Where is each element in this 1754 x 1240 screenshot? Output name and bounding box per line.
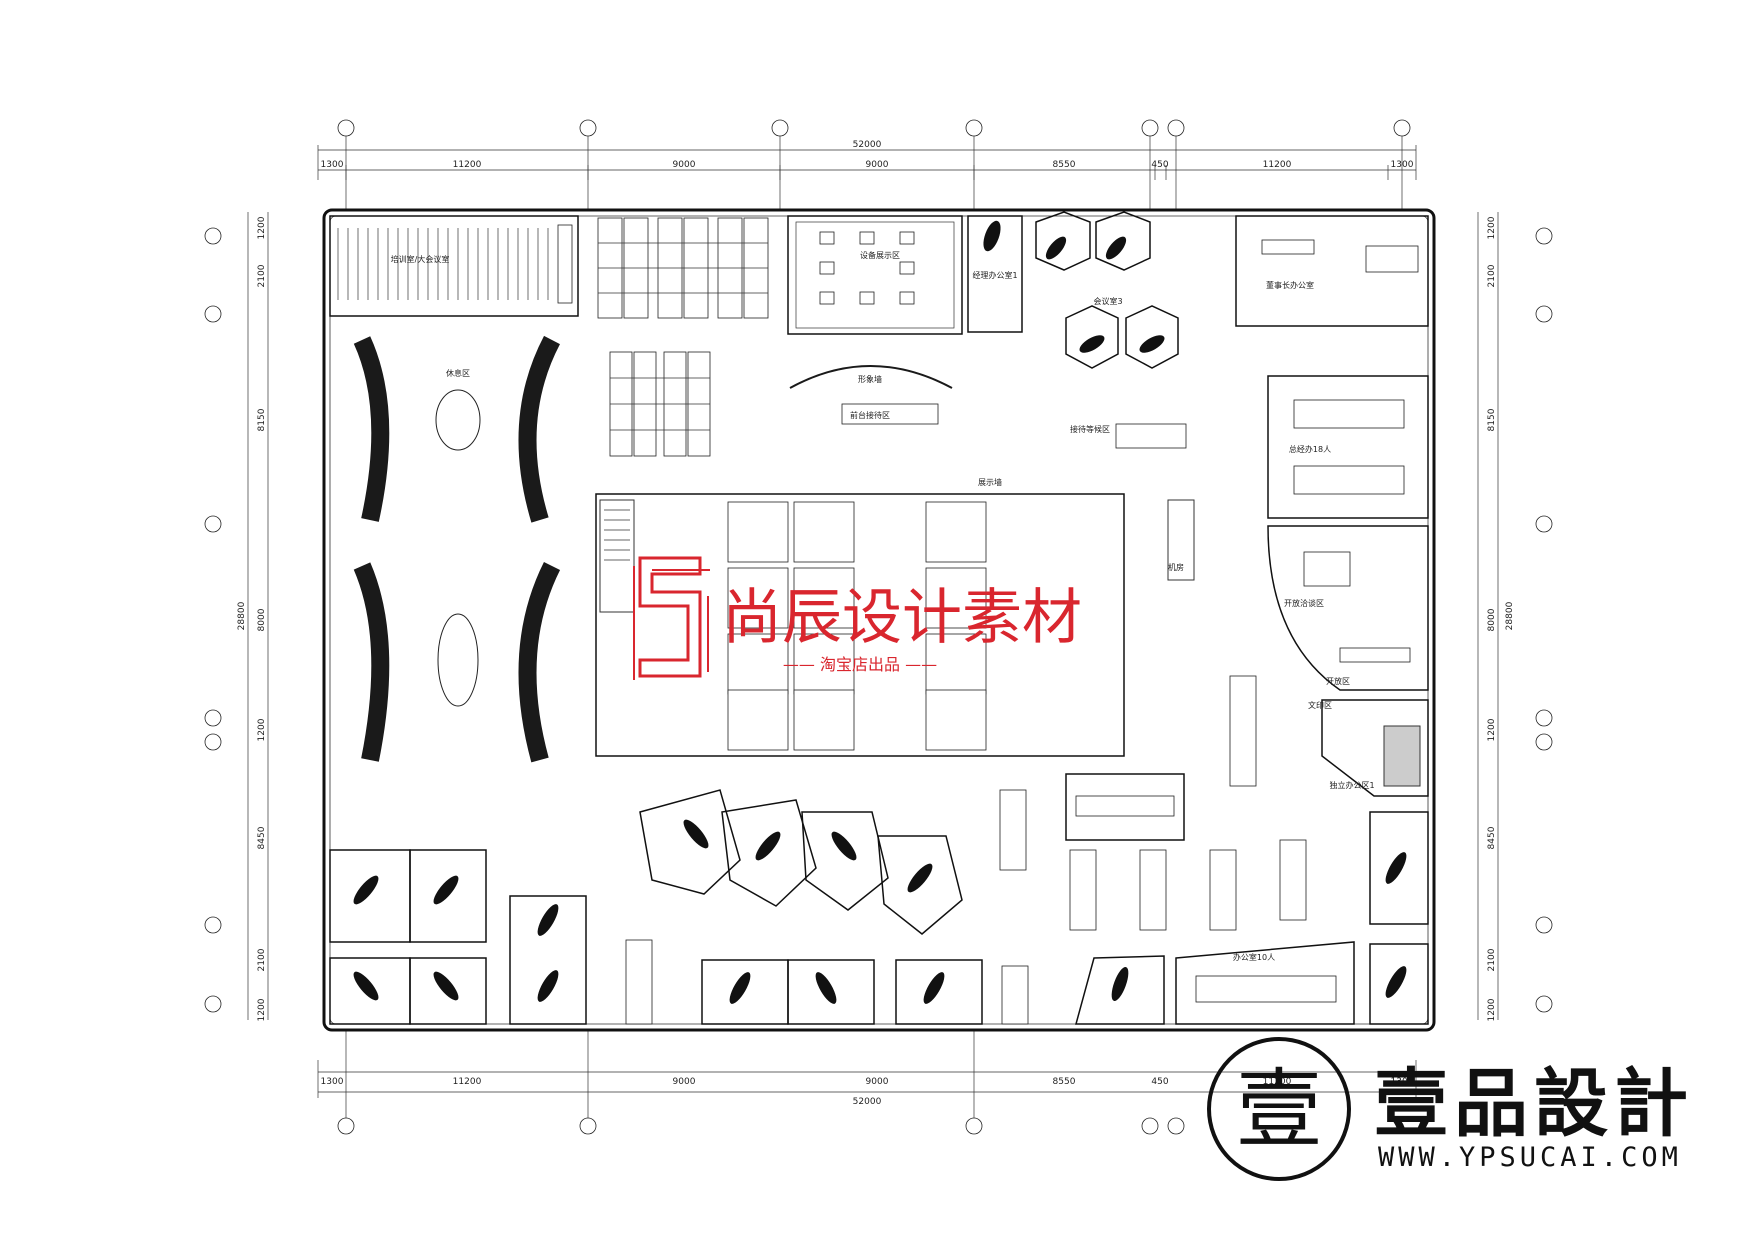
equipment-showroom-label: 设备展示区 xyxy=(860,250,900,260)
building-core: 展示墙 机房 xyxy=(595,477,1195,757)
top-seg-2: 11200 xyxy=(453,160,482,170)
top-seg-6: 450 xyxy=(1151,160,1168,170)
manager-office-1: 经理办公室1 xyxy=(967,215,1023,333)
reception-wall-label: 形象墙 xyxy=(858,374,882,384)
right-seg-7: 2100 xyxy=(1487,948,1497,971)
left-seg-8: 1200 xyxy=(257,998,267,1021)
right-seg-6: 8450 xyxy=(1487,826,1497,849)
left-seg-2: 2100 xyxy=(257,264,267,287)
brand-seal-icon: 壹 xyxy=(1207,1037,1351,1181)
top-seg-5: 8550 xyxy=(1053,160,1076,170)
bottom-seg-1: 1300 xyxy=(321,1077,344,1087)
gm-office: 总经办18人 xyxy=(1267,375,1429,519)
open-discussion-label: 开放洽谈区 xyxy=(1284,598,1324,608)
training-room: 培训室/大会议室 xyxy=(329,215,579,317)
left-total-dim: 28800 xyxy=(237,601,247,630)
reception-desk-label: 前台接待区 xyxy=(850,410,890,420)
bottom-seg-6: 450 xyxy=(1151,1077,1168,1087)
right-total-dim: 28800 xyxy=(1505,601,1515,630)
top-total-dim: 52000 xyxy=(853,140,882,150)
print-area-label: 文印区 xyxy=(1308,700,1332,710)
brand-title: 壹品設計 xyxy=(1374,1061,1694,1147)
workstation-grid-mid xyxy=(609,351,711,457)
meeting-table xyxy=(1065,773,1185,841)
bottom-seg-5: 8550 xyxy=(1053,1077,1076,1087)
director-office: 董事长办公室 xyxy=(1235,215,1429,327)
workstation-grid-top xyxy=(597,217,769,319)
left-seg-4: 8000 xyxy=(257,608,267,631)
open-area-label: 开放区 xyxy=(1326,676,1350,686)
top-dimension-chain: 52000 1300 11200 9000 9000 8550 450 1120… xyxy=(317,140,1417,180)
brand-seal-char: 壹 xyxy=(1236,1060,1322,1160)
left-dimension-chain: 28800 1200 2100 8150 8000 1200 8450 2100… xyxy=(237,212,269,1021)
bottom-seg-2: 11200 xyxy=(453,1077,482,1087)
open-office-clusters-left: 休息区 xyxy=(353,335,561,763)
left-axis-markers xyxy=(204,227,222,1013)
bottom-seg-8: 1300 xyxy=(1391,1077,1414,1087)
bottom-offices xyxy=(329,811,1429,1025)
left-seg-5: 1200 xyxy=(257,718,267,741)
right-axis-markers xyxy=(1535,227,1553,1013)
workstation-clusters-bottom xyxy=(625,675,1307,1025)
right-seg-4: 8000 xyxy=(1487,608,1497,631)
bottom-seg-7: 11200 xyxy=(1263,1077,1292,1087)
watermark-logo-icon xyxy=(633,556,710,680)
watermark-main-text: 尚辰设计素材 xyxy=(722,583,1082,653)
building-outline xyxy=(322,208,1436,1032)
top-axis-markers xyxy=(337,119,1411,210)
bottom-total-dim: 52000 xyxy=(853,1097,882,1107)
left-seg-6: 8450 xyxy=(257,826,267,849)
rest-area-label: 休息区 xyxy=(446,368,470,378)
machine-room-label: 机房 xyxy=(1168,562,1184,572)
bottom-dimension-chain: 52000 1300 11200 9000 9000 8550 450 1120… xyxy=(317,1060,1417,1107)
right-seg-1: 1200 xyxy=(1487,216,1497,239)
training-room-label: 培训室/大会议室 xyxy=(391,254,450,264)
bottom-axis-markers xyxy=(337,1030,1185,1135)
top-seg-4: 9000 xyxy=(866,160,889,170)
right-seg-8: 1200 xyxy=(1487,998,1497,1021)
right-seg-5: 1200 xyxy=(1487,718,1497,741)
right-seg-3: 8150 xyxy=(1487,408,1497,431)
director-office-label: 董事长办公室 xyxy=(1266,280,1314,290)
meeting-room-3: 会议室3 xyxy=(1035,211,1179,369)
left-seg-7: 2100 xyxy=(257,948,267,971)
brand-url: WWW.YPSUCAI.COM xyxy=(1378,1142,1682,1173)
bottom-seg-3: 9000 xyxy=(673,1077,696,1087)
print-area: 文印区 独立办公区1 xyxy=(1308,699,1429,797)
top-seg-3: 9000 xyxy=(673,160,696,170)
right-dimension-chain: 28800 1200 2100 8150 8000 1200 8450 2100… xyxy=(1477,212,1515,1021)
waiting-area-label: 接待等候区 xyxy=(1070,424,1110,434)
bottom-seg-4: 9000 xyxy=(866,1077,889,1087)
office-10: 办公室10人 xyxy=(1175,941,1355,1025)
brand-logo: 壹 壹品設計 WWW.YPSUCAI.COM xyxy=(1194,1024,1714,1194)
manager-office-1-label: 经理办公室1 xyxy=(972,270,1017,280)
reception: 形象墙 前台接待区 接待等候区 xyxy=(789,365,1187,449)
top-seg-7: 11200 xyxy=(1263,160,1292,170)
independent-office-label: 独立办公区1 xyxy=(1329,780,1374,790)
office-10-label: 办公室10人 xyxy=(1233,952,1275,962)
left-seg-1: 1200 xyxy=(257,216,267,239)
watermark-sub-text: —— 淘宝店出品 —— xyxy=(783,655,937,674)
left-seg-3: 8150 xyxy=(257,408,267,431)
display-wall-label: 展示墙 xyxy=(978,477,1002,487)
open-discussion: 开放洽谈区 开放区 xyxy=(1267,525,1429,691)
meeting-room-3-label: 会议室3 xyxy=(1093,296,1122,306)
top-seg-1: 1300 xyxy=(321,160,344,170)
equipment-showroom: 设备展示区 xyxy=(787,215,963,335)
gm-office-label: 总经办18人 xyxy=(1289,444,1331,454)
right-seg-2: 2100 xyxy=(1487,264,1497,287)
pentagon-offices xyxy=(639,789,963,935)
watermark: 尚辰设计素材 —— 淘宝店出品 —— xyxy=(633,556,1082,680)
